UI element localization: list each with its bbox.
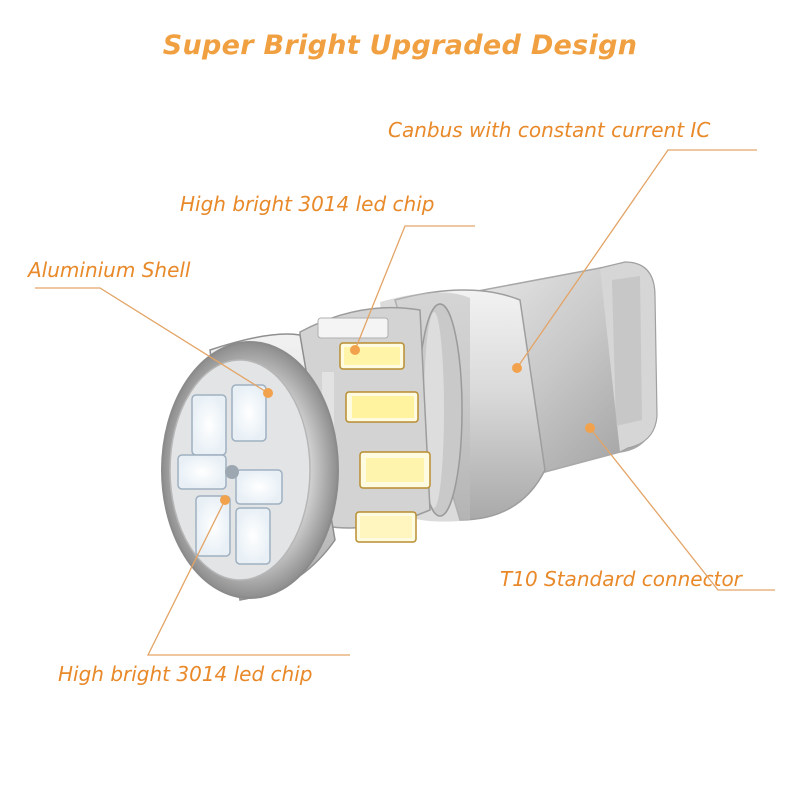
callout-aluminium-shell: Aluminium Shell bbox=[28, 258, 191, 282]
leader-chip-top bbox=[354, 225, 475, 351]
leader-chip-bottom bbox=[146, 499, 350, 656]
callout-led-chip-top: High bright 3014 led chip bbox=[180, 192, 435, 216]
dot-canbus bbox=[512, 363, 522, 373]
diagram-title: Super Bright Upgraded Design bbox=[162, 30, 638, 61]
leader-canbus bbox=[516, 149, 757, 369]
dot-chip-top bbox=[350, 345, 360, 355]
callout-t10-connector: T10 Standard connector bbox=[500, 567, 742, 591]
callout-led-chip-bottom: High bright 3014 led chip bbox=[58, 662, 313, 686]
leader-lines bbox=[35, 149, 775, 656]
leader-connector bbox=[589, 427, 775, 591]
leader-shell bbox=[35, 287, 269, 394]
front-led-chips bbox=[177, 384, 283, 565]
dot-chip-bottom bbox=[220, 495, 230, 505]
dot-connector bbox=[585, 423, 595, 433]
callout-canbus: Canbus with constant current IC bbox=[388, 118, 711, 142]
leader-dots bbox=[220, 345, 595, 505]
dot-shell bbox=[263, 388, 273, 398]
